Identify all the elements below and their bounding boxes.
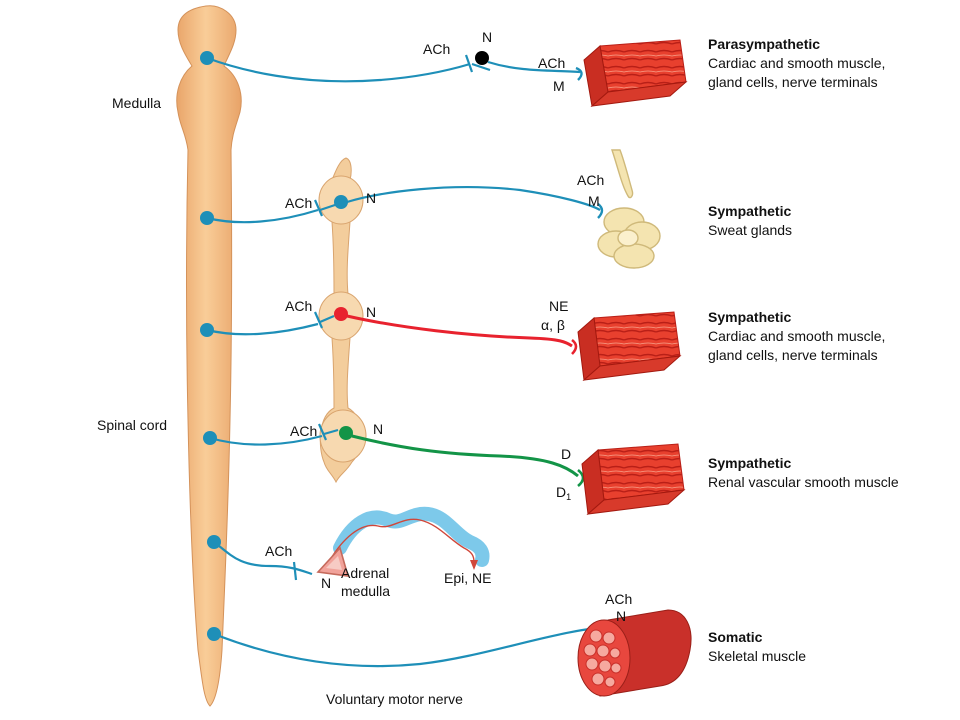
sweat-gland xyxy=(597,149,661,269)
label-ach-pre-3: ACh xyxy=(285,298,312,314)
receptor-terminal-3 xyxy=(571,338,578,355)
label-receptor-3: α, β xyxy=(541,317,565,333)
desc-parasympathetic: Parasympathetic Cardiac and smooth muscl… xyxy=(708,35,885,92)
label-n-ganglion-2: N xyxy=(366,190,376,206)
cardiac-muscle-block-1 xyxy=(583,39,688,107)
cardiac-muscle-block-2 xyxy=(577,311,682,381)
desc-title-1: Parasympathetic xyxy=(708,36,821,52)
label-ach-post-1: ACh xyxy=(538,55,565,71)
origin-node-6 xyxy=(207,627,221,641)
desc-line-2a: Sweat glands xyxy=(708,222,793,238)
postganglionic-fiber-3 xyxy=(346,314,573,348)
label-n-ganglion-4: N xyxy=(373,421,383,437)
label-ach-somatic: ACh xyxy=(605,591,632,607)
somatic-motor-fiber xyxy=(213,624,635,668)
arrowhead xyxy=(470,560,478,570)
hormone-release-arrow xyxy=(329,518,475,563)
label-adrenal-line-1: Adrenal xyxy=(341,565,389,581)
label-ach-pre-1: ACh xyxy=(423,41,450,57)
label-d-post-4: D xyxy=(561,446,571,462)
spinal-origin-nodes xyxy=(200,51,221,641)
synapse-terminal-1 xyxy=(464,54,491,73)
origin-node-4 xyxy=(203,431,217,445)
receptor-terminal-4 xyxy=(577,468,585,488)
ganglion-node-2 xyxy=(334,195,348,209)
synapse-terminal-4 xyxy=(317,423,339,441)
desc-line-4a: Renal vascular smooth muscle xyxy=(708,474,899,490)
postganglionic-fiber-4 xyxy=(351,434,579,478)
receptor-terminal-1 xyxy=(575,66,583,81)
desc-title-3: Sympathetic xyxy=(708,309,792,325)
desc-sympathetic-sweat: Sympathetic Sweat glands xyxy=(708,202,792,240)
label-receptor-2: M xyxy=(588,193,600,209)
desc-line-1a: Cardiac and smooth muscle, xyxy=(708,55,886,71)
label-medulla: Medulla xyxy=(112,95,161,111)
synapse-terminal-3 xyxy=(313,311,335,329)
desc-title-6: Somatic xyxy=(708,629,763,645)
label-ach-pre-5: ACh xyxy=(265,543,292,559)
desc-sympathetic-ne: Sympathetic Cardiac and smooth muscle, g… xyxy=(708,308,885,365)
ganglion-node-4 xyxy=(339,426,353,440)
preganglionic-fiber-5 xyxy=(213,541,313,576)
label-epi-ne: Epi, NE xyxy=(444,570,491,586)
synapse-terminal-5 xyxy=(292,561,298,581)
ganglion-node-parasympathetic xyxy=(475,51,489,65)
vascular-muscle-block xyxy=(581,443,686,516)
origin-node-3 xyxy=(200,323,214,337)
label-ne-post-3: NE xyxy=(549,298,568,314)
bloodstream xyxy=(333,506,490,567)
desc-sympathetic-renal: Sympathetic Renal vascular smooth muscle xyxy=(708,454,899,492)
preganglionic-fiber-4 xyxy=(209,434,323,446)
label-adrenal-line-2: medulla xyxy=(341,583,390,599)
desc-line-6a: Skeletal muscle xyxy=(708,648,807,664)
label-spinal-cord: Spinal cord xyxy=(97,417,167,433)
label-receptor-1: M xyxy=(553,78,565,94)
label-n-ganglion-3: N xyxy=(366,304,376,320)
label-ach-post-2: ACh xyxy=(577,172,604,188)
postganglionic-fiber-2 xyxy=(346,186,601,211)
origin-node-5 xyxy=(207,535,221,549)
skeletal-muscle xyxy=(577,609,692,697)
receptor-terminal-2 xyxy=(597,203,604,219)
label-ach-pre-2: ACh xyxy=(285,195,312,211)
label-n-ganglion-1: N xyxy=(482,29,492,45)
preganglionic-fiber-3 xyxy=(206,322,319,336)
label-voluntary-motor-nerve: Voluntary motor nerve xyxy=(326,691,463,707)
desc-title-2: Sympathetic xyxy=(708,203,792,219)
label-n-5: N xyxy=(321,575,331,591)
label-receptor-4-sub: 1 xyxy=(566,492,571,502)
label-receptor-4: D1 xyxy=(556,484,571,502)
desc-line-1b: gland cells, nerve terminals xyxy=(708,74,878,90)
label-adrenal-medulla: Adrenal medulla xyxy=(341,565,393,599)
label-n-somatic: N xyxy=(616,608,626,624)
ganglion-node-3 xyxy=(334,307,348,321)
preganglionic-fiber-2 xyxy=(206,208,319,224)
desc-line-3a: Cardiac and smooth muscle, xyxy=(708,328,886,344)
origin-node-2 xyxy=(200,211,214,225)
label-receptor-4-main: D xyxy=(556,484,566,500)
spinal-cord-shape xyxy=(176,5,242,707)
label-ach-pre-4: ACh xyxy=(290,423,317,439)
adrenal-medulla-inner xyxy=(326,556,342,570)
preganglionic-fiber-parasympathetic xyxy=(206,56,471,83)
origin-node-1 xyxy=(200,51,214,65)
desc-somatic: Somatic Skeletal muscle xyxy=(708,628,806,666)
desc-title-4: Sympathetic xyxy=(708,455,792,471)
postganglionic-fiber-parasympathetic xyxy=(487,60,581,74)
desc-line-3b: gland cells, nerve terminals xyxy=(708,347,878,363)
